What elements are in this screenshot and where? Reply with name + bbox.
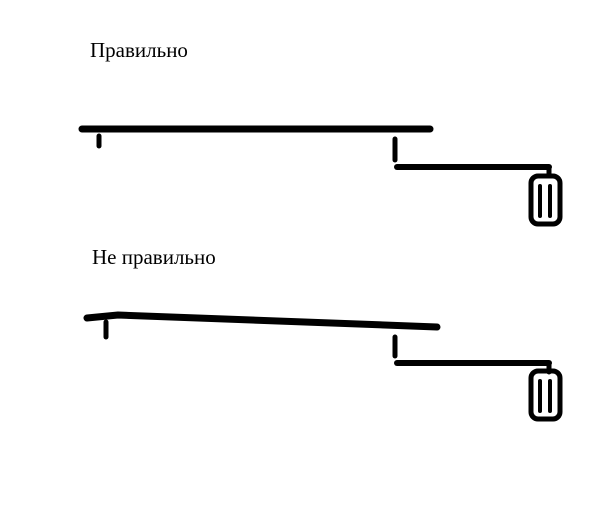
correct-assembly	[78, 125, 563, 227]
caption-incorrect: Не правильно	[92, 245, 216, 269]
end-weight	[528, 368, 563, 422]
caption-correct: Правильно	[90, 38, 188, 62]
sloped-beam	[83, 311, 441, 331]
end-weight	[528, 173, 563, 227]
incorrect-assembly	[83, 311, 563, 422]
